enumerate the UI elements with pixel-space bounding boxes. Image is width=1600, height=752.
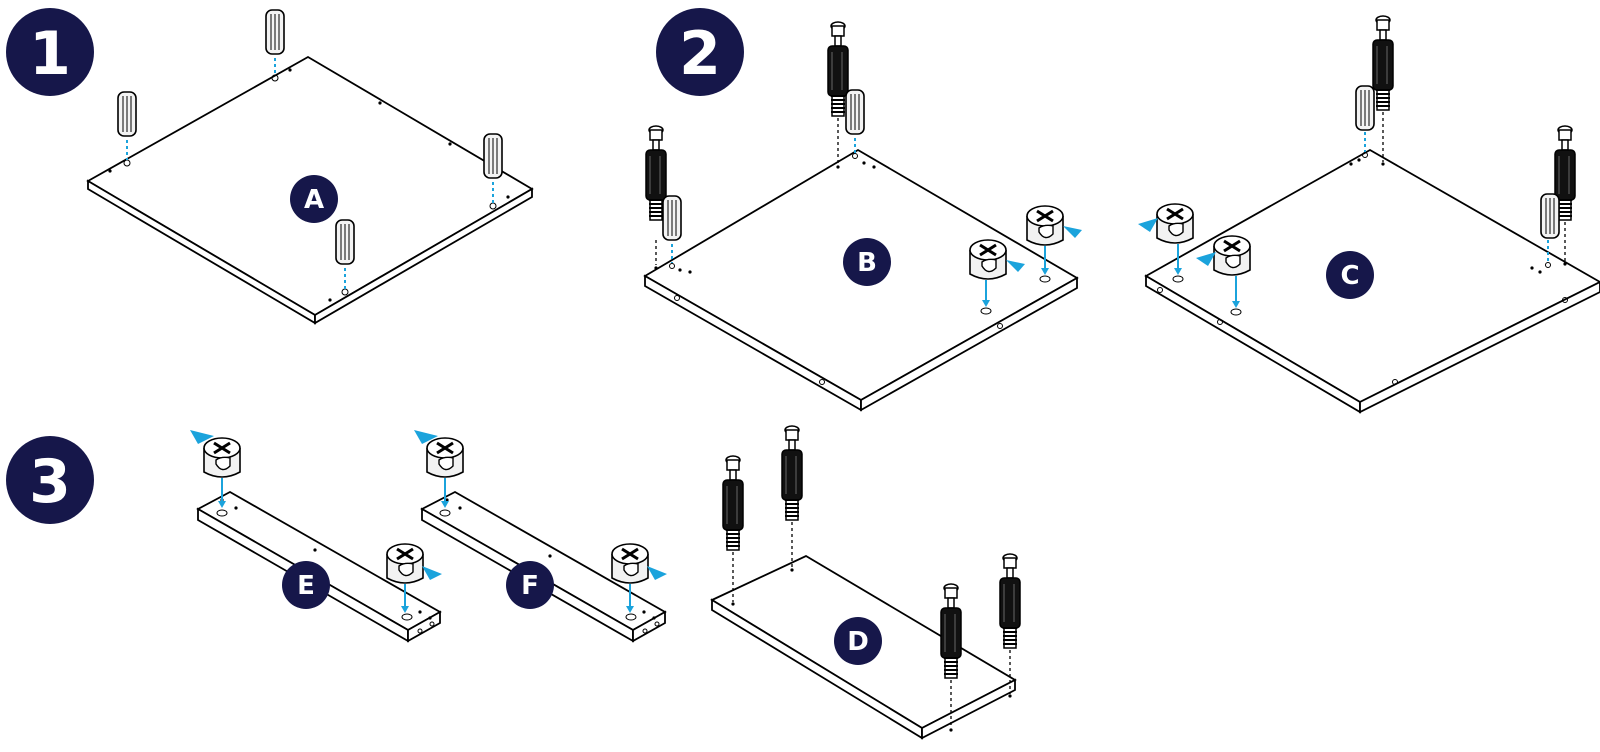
part-label-badge bbox=[290, 175, 338, 223]
dowels bbox=[126, 58, 494, 289]
arrow-icon bbox=[190, 430, 214, 444]
cam-bolt-icon bbox=[999, 553, 1021, 649]
cam-lock-icon bbox=[1212, 234, 1252, 277]
arrow-icon bbox=[1138, 218, 1158, 232]
cam-lock-icon bbox=[202, 436, 242, 479]
part-label-c: C bbox=[1340, 261, 1359, 291]
part-label-badge bbox=[282, 561, 330, 609]
step-number: 2 bbox=[679, 19, 721, 89]
panel-a: A bbox=[86, 55, 534, 325]
part-label-badge bbox=[506, 561, 554, 609]
cam-lock-icon bbox=[968, 238, 1008, 281]
arrow-icon bbox=[1196, 252, 1216, 266]
cam-lock-icon bbox=[425, 436, 465, 479]
cam-bolt-icon bbox=[722, 455, 744, 551]
wooden-dowel-icon bbox=[117, 91, 137, 137]
part-label-badge bbox=[834, 617, 882, 665]
cam-lock-icon bbox=[610, 542, 650, 585]
part-label-a: A bbox=[304, 185, 324, 215]
panel-b: B bbox=[643, 148, 1079, 412]
arrow-icon bbox=[1063, 226, 1082, 238]
wooden-dowel-icon bbox=[335, 219, 355, 265]
panel-d: D bbox=[710, 554, 1017, 740]
part-label-e: E bbox=[297, 571, 315, 601]
arrow-icon bbox=[1006, 260, 1025, 272]
cam-lock-icon bbox=[1155, 202, 1195, 245]
part-label-d: D bbox=[847, 627, 869, 657]
step-number: 3 bbox=[29, 447, 71, 517]
cam-locks bbox=[1138, 202, 1252, 308]
cam-bolt-icon bbox=[1372, 15, 1394, 111]
cam-bolt-icon bbox=[827, 21, 849, 117]
wooden-dowel-icon bbox=[1355, 85, 1375, 131]
cam-bolt-icon bbox=[781, 425, 803, 521]
arrow-icon bbox=[422, 566, 442, 580]
panel-c: C bbox=[1144, 148, 1600, 414]
step-number: 1 bbox=[29, 19, 71, 89]
wooden-dowel-icon bbox=[845, 89, 865, 135]
part-label-f: F bbox=[521, 571, 539, 601]
cam-locks bbox=[968, 204, 1082, 307]
part-label-badge bbox=[1326, 251, 1374, 299]
cam-lock-icon bbox=[1025, 204, 1065, 247]
part-label-badge bbox=[843, 238, 891, 286]
wooden-dowel-icon bbox=[662, 195, 682, 241]
wooden-dowel-icon bbox=[483, 133, 503, 179]
arrow-icon bbox=[414, 430, 438, 444]
panel-e: E bbox=[196, 490, 442, 643]
cam-lock-icon bbox=[385, 542, 425, 585]
wooden-dowel-icon bbox=[265, 9, 285, 55]
step-badge bbox=[6, 436, 94, 524]
wooden-dowel-icon bbox=[1540, 193, 1560, 239]
step-badge bbox=[656, 8, 744, 96]
arrow-icon bbox=[647, 566, 667, 580]
step-3: 3 E bbox=[6, 425, 1021, 740]
panel-f: F bbox=[420, 490, 667, 643]
part-label-b: B bbox=[857, 248, 877, 278]
step-badge bbox=[6, 8, 94, 96]
step-1: 1 A bbox=[6, 8, 534, 325]
step-2: 2 B bbox=[643, 8, 1600, 414]
